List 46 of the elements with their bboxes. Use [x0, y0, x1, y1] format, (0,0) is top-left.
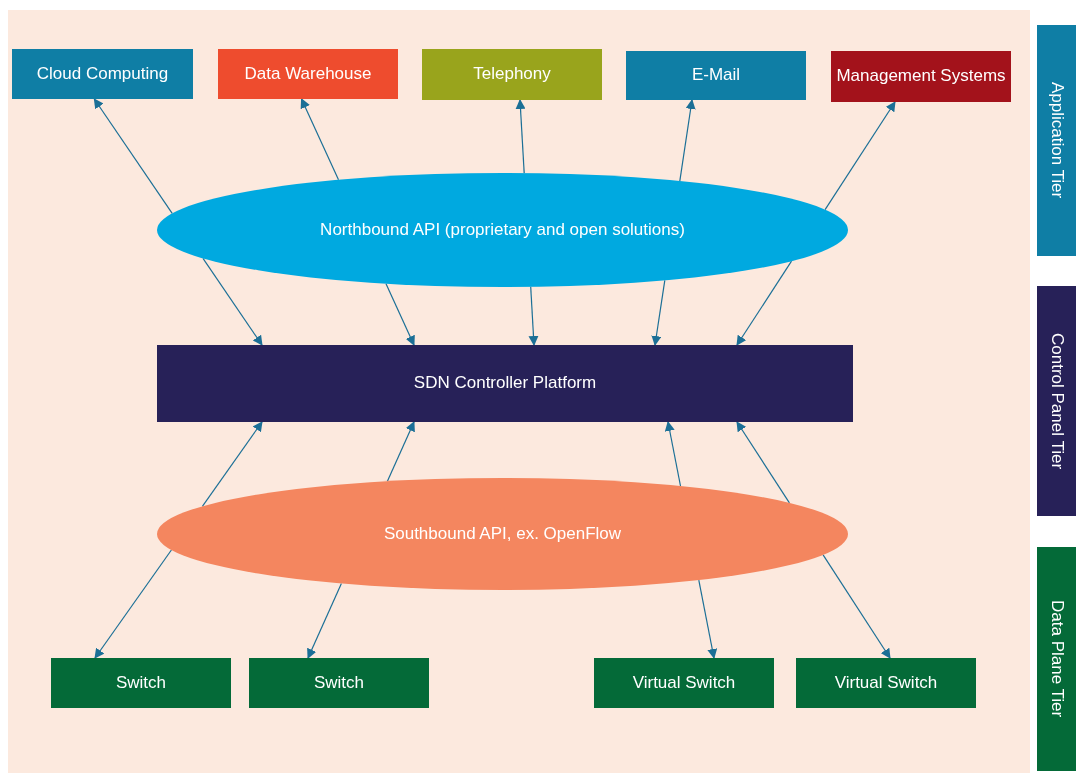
node-label: Application Tier: [1046, 82, 1068, 199]
node-label: Northbound API (proprietary and open solutions): [320, 218, 685, 241]
arrow: [664, 421, 682, 487]
node-label: Southbound API, ex. OpenFlow: [383, 522, 622, 545]
process-box: [249, 658, 429, 708]
arrow: [698, 579, 718, 659]
node-label: Management Systems: [836, 65, 1006, 88]
process-box: [157, 345, 853, 422]
arrow: [202, 257, 263, 346]
node-label: Switch: [313, 671, 365, 694]
arrow: [824, 101, 896, 211]
node-label: Telephony: [473, 63, 551, 86]
arrow: [307, 582, 342, 659]
arrow: [822, 554, 891, 659]
node-label: Data Warehouse: [244, 62, 372, 85]
arrow: [515, 99, 526, 174]
arrow: [736, 421, 790, 504]
arrow: [300, 98, 340, 181]
process-box: [422, 49, 602, 100]
arrow: [94, 549, 172, 659]
process-box: [218, 49, 398, 99]
arrow: [385, 283, 415, 346]
node-label: SDN Controller Platform: [413, 372, 597, 395]
process-box: [626, 51, 806, 100]
tier-band: [1037, 286, 1076, 516]
process-box: [594, 658, 774, 708]
tier-band: [1037, 25, 1076, 256]
arrow: [651, 279, 666, 346]
process-box: [12, 49, 193, 99]
arrow: [201, 421, 263, 507]
arrow: [528, 286, 539, 346]
arrow: [736, 260, 793, 346]
tier-band: [1037, 547, 1076, 771]
arrow: [93, 98, 173, 214]
process-box: [831, 51, 1011, 102]
node-label: Virtual Switch: [834, 671, 938, 694]
node-label: E-Mail: [691, 64, 741, 87]
node-label: Data Plane Tier: [1046, 600, 1068, 718]
node-label: Control Panel Tier: [1046, 332, 1068, 470]
node-label: Switch: [115, 671, 167, 694]
process-box: [796, 658, 976, 708]
node-label: Virtual Switch: [632, 671, 736, 694]
arrow: [386, 421, 415, 482]
arrow: [679, 99, 696, 182]
node-label: Cloud Computing: [36, 62, 169, 85]
process-box: [51, 658, 231, 708]
